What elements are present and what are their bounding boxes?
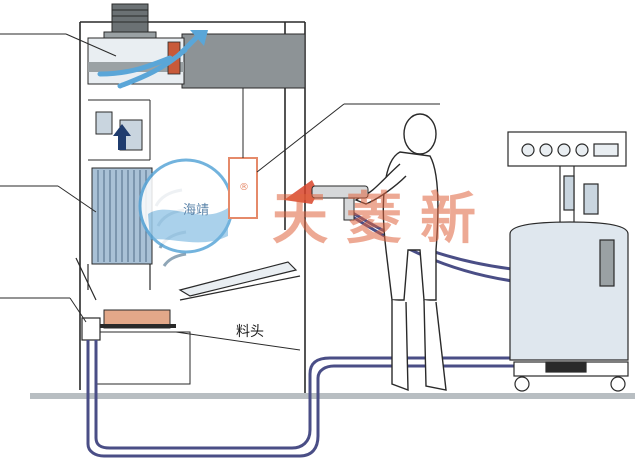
- recovery-rail: [98, 324, 176, 328]
- logo-text: 海靖: [183, 203, 209, 218]
- hopper-label: 料头: [236, 324, 264, 340]
- airflow-arrow-icon: [97, 33, 201, 89]
- spray-cone: [284, 180, 318, 204]
- pump-box: [81, 317, 101, 341]
- watermark-logo: 海靖: [138, 158, 234, 254]
- hopper-leader: [175, 331, 301, 351]
- controller-box: [228, 157, 258, 219]
- watermark-text: 天菱新: [272, 187, 494, 252]
- registered-mark: ®: [239, 182, 249, 193]
- operator-figure-icon: [354, 113, 447, 392]
- leader-lines: [0, 33, 440, 323]
- fan-motor-icon: [103, 3, 157, 39]
- collector-box: [95, 331, 191, 385]
- floor: [30, 393, 635, 399]
- powder-supply-cart-icon: [507, 131, 629, 392]
- up-arrow-icon: [113, 124, 131, 150]
- top-duct: [181, 33, 306, 89]
- airflow-arrow-head: [190, 30, 208, 46]
- spray-gun-icon: [311, 185, 369, 221]
- powder-hopper: [75, 257, 301, 301]
